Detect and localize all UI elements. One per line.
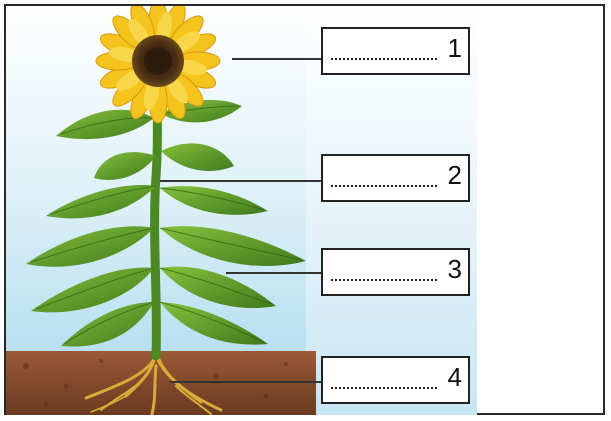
leader-line-1: [232, 58, 327, 60]
answer-blank[interactable]: [331, 185, 437, 187]
answer-blank[interactable]: [331, 387, 437, 389]
leader-line-2: [160, 180, 327, 182]
answer-blank[interactable]: [331, 279, 437, 281]
label-number: 3: [448, 254, 462, 285]
sunflower-head: [96, 6, 220, 123]
label-number: 4: [448, 362, 462, 393]
answer-blank[interactable]: [331, 58, 437, 60]
label-box-1[interactable]: 1: [321, 27, 470, 75]
leader-line-3: [226, 272, 327, 274]
label-box-2[interactable]: 2: [321, 154, 470, 202]
label-box-3[interactable]: 3: [321, 248, 470, 296]
label-number: 1: [448, 33, 462, 64]
label-box-4[interactable]: 4: [321, 356, 470, 404]
label-number: 2: [448, 160, 462, 191]
leader-line-4: [170, 381, 327, 383]
